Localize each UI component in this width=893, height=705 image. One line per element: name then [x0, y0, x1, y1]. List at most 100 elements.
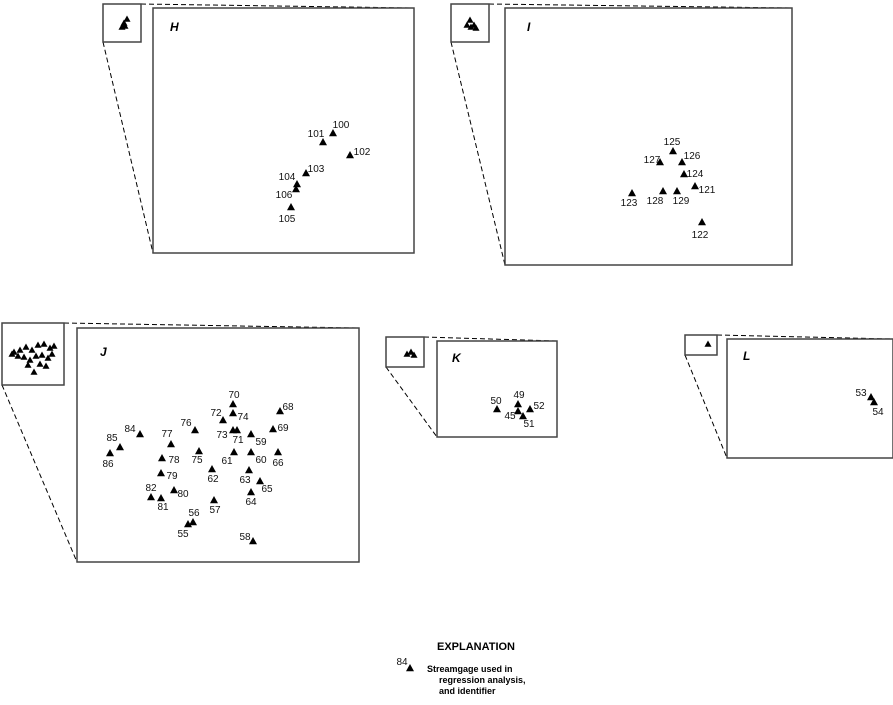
inset-marker-icon [38, 351, 46, 358]
streamgage-id: 60 [255, 455, 267, 466]
streamgage-marker-icon [191, 426, 199, 434]
streamgage-marker-icon [519, 412, 527, 420]
inset-marker-icon [50, 342, 58, 349]
streamgage-id: 72 [210, 408, 222, 419]
streamgage-id: 128 [647, 196, 664, 207]
streamgage-legend-icon [406, 664, 414, 672]
inset-marker-icon [32, 352, 40, 359]
streamgage-marker-icon [233, 426, 241, 434]
inset-marker-icon [466, 16, 474, 23]
streamgage-marker-icon [680, 170, 688, 178]
streamgage-marker-icon [208, 465, 216, 473]
streamgage-id: 64 [245, 497, 257, 508]
streamgage-id: 101 [308, 129, 325, 140]
inset-marker-icon [36, 360, 44, 367]
streamgage-marker-icon [319, 138, 327, 146]
inset-marker-icon [403, 350, 411, 357]
inset-marker-icon [34, 341, 42, 348]
streamgage-marker-icon [269, 425, 277, 433]
panel-label: K [452, 351, 462, 365]
inset-marker-icon [467, 23, 475, 30]
streamgage-id: 78 [168, 455, 180, 466]
streamgage-marker-icon [247, 430, 255, 438]
streamgage-marker-icon [147, 493, 155, 501]
streamgage-id: 52 [533, 401, 545, 412]
streamgage-marker-icon [247, 448, 255, 456]
streamgage-id: 125 [664, 137, 681, 148]
streamgage-id: 105 [279, 214, 296, 225]
inset-marker-icon [704, 340, 712, 347]
streamgage-marker-icon [229, 409, 237, 417]
streamgage-marker-icon [292, 185, 300, 193]
streamgage-id: 79 [166, 471, 178, 482]
panel-label: I [527, 20, 531, 34]
streamgage-marker-icon [329, 129, 337, 137]
streamgage-marker-icon [514, 400, 522, 408]
streamgage-marker-icon [189, 518, 197, 526]
streamgage-marker-icon [230, 448, 238, 456]
enlarged-map-frame [504, 7, 793, 266]
panel-label: H [170, 20, 179, 34]
streamgage-id: 80 [177, 489, 189, 500]
streamgage-marker-icon [106, 449, 114, 457]
inset-marker-icon [42, 362, 50, 369]
streamgage-id: 75 [191, 455, 203, 466]
streamgage-marker-icon [210, 496, 218, 504]
streamgage-marker-icon [691, 182, 699, 190]
streamgage-id: 49 [513, 390, 525, 401]
leader-line [423, 336, 558, 342]
locator-inset [450, 3, 490, 43]
streamgage-marker-icon [678, 158, 686, 166]
inset-marker-icon [48, 350, 56, 357]
streamgage-id: 63 [239, 475, 251, 486]
inset-marker-icon [20, 353, 28, 360]
enlarged-map-frame [76, 327, 360, 563]
streamgage-id: 59 [255, 437, 267, 448]
streamgage-marker-icon [659, 187, 667, 195]
inset-marker-icon [44, 354, 52, 361]
streamgage-id: 85 [106, 433, 118, 444]
panel-label: J [100, 345, 107, 359]
streamgage-marker-icon [184, 520, 192, 528]
streamgage-id: 77 [161, 429, 173, 440]
inset-marker-icon [8, 350, 16, 357]
inset-marker-icon [123, 15, 131, 22]
streamgage-id: 102 [354, 147, 371, 158]
streamgage-id: 86 [102, 459, 114, 470]
streamgage-id: 122 [692, 230, 709, 241]
streamgage-id: 65 [261, 484, 273, 495]
inset-marker-icon [46, 344, 54, 351]
streamgage-marker-icon [867, 393, 875, 401]
streamgage-marker-icon [698, 218, 706, 226]
locator-inset [102, 3, 142, 43]
streamgage-marker-icon [249, 537, 257, 545]
streamgage-id: 55 [177, 529, 189, 540]
streamgage-marker-icon [136, 430, 144, 438]
streamgage-marker-icon [157, 469, 165, 477]
streamgage-marker-icon [526, 405, 534, 413]
legend-description: Streamgage used in [427, 664, 513, 674]
streamgage-id: 56 [188, 508, 200, 519]
streamgage-id: 62 [207, 474, 219, 485]
streamgage-id: 103 [308, 164, 325, 175]
streamgage-id: 104 [279, 172, 296, 183]
panel-label: L [743, 349, 750, 363]
streamgage-marker-icon [157, 494, 165, 502]
streamgage-id: 106 [276, 190, 293, 201]
streamgage-id: 66 [272, 458, 284, 469]
streamgage-id: 129 [673, 196, 690, 207]
streamgage-id: 61 [221, 456, 233, 467]
leader-line [1, 384, 78, 563]
streamgage-id: 82 [145, 483, 157, 494]
streamgage-id: 73 [216, 430, 228, 441]
streamgage-marker-icon [293, 180, 301, 188]
locator-inset [385, 336, 425, 368]
streamgage-id: 58 [239, 532, 251, 543]
streamgage-id: 71 [232, 435, 244, 446]
